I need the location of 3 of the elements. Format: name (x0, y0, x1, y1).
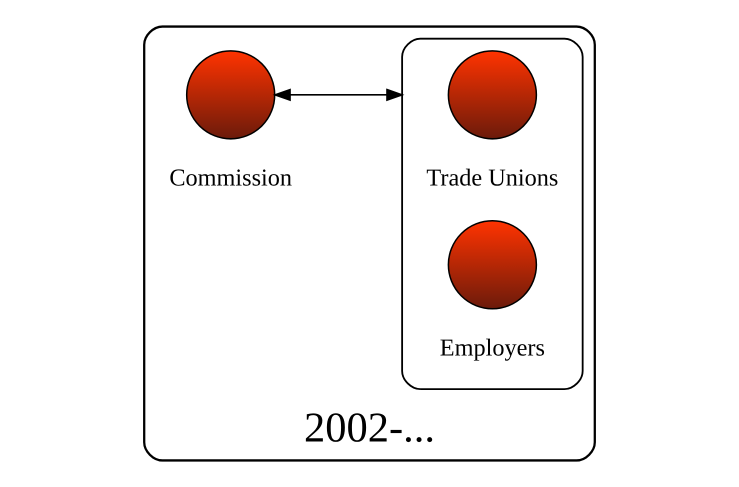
node-label: Trade Unions (426, 164, 558, 192)
node-label: Employers (440, 334, 545, 362)
node-label: Commission (169, 164, 292, 192)
